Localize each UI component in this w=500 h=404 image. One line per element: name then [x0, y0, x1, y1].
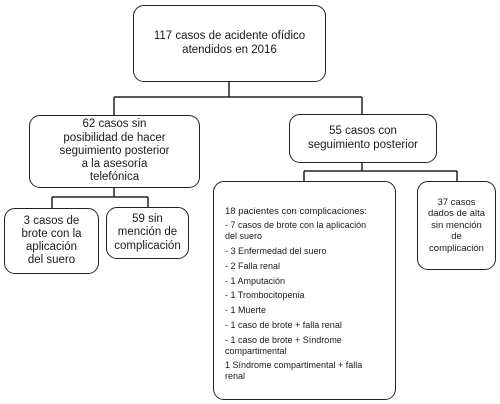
complication-item: - 1 caso de brote + Síndrome compartimen…	[225, 334, 342, 356]
node-serum-outbreak: 3 casos de brote con la aplicación del s…	[4, 208, 99, 274]
node-followup: 55 casos con seguimiento posterior	[289, 114, 437, 163]
node-no-followup-label: 62 casos sin posibilidad de hacer seguim…	[59, 118, 170, 184]
node-complications: 18 pacientes con complicaciones: - 7 cas…	[213, 181, 396, 400]
complication-item: - 1 Amputación	[225, 275, 286, 286]
node-serum-outbreak-label: 3 casos de brote con la aplicación del s…	[21, 214, 82, 267]
node-no-complication: 59 sin mención de complicación	[106, 207, 189, 259]
node-followup-label: 55 casos con seguimiento posterior	[308, 124, 418, 151]
node-total-cases-label: 117 casos de acidente ofídico atendidos …	[153, 29, 306, 56]
node-no-complication-label: 59 sin mención de complicación	[114, 213, 181, 252]
complication-item: - 1 caso de brote + falla renal	[225, 319, 342, 330]
complications-title: 18 pacientes con complicaciones:	[225, 206, 368, 217]
node-no-followup: 62 casos sin posibilidad de hacer seguim…	[29, 115, 200, 188]
complication-item: - 1 Muerte	[225, 305, 267, 316]
complication-item: - 7 casos de brote con la aplicación del…	[225, 220, 367, 242]
node-discharged: 37 casos dados de alta sin mención de co…	[417, 181, 496, 270]
complication-item: - 2 Falla renal	[225, 260, 281, 271]
node-discharged-label: 37 casos dados de alta sin mención de co…	[427, 197, 486, 254]
complication-item: - 3 Enfermedad del suero	[225, 245, 327, 256]
complication-item: - 1 Trombocitopenia	[225, 290, 305, 301]
complication-item: 1 Síndrome compartimental + falla renal	[225, 360, 363, 382]
node-total-cases: 117 casos de acidente ofídico atendidos …	[133, 5, 326, 82]
